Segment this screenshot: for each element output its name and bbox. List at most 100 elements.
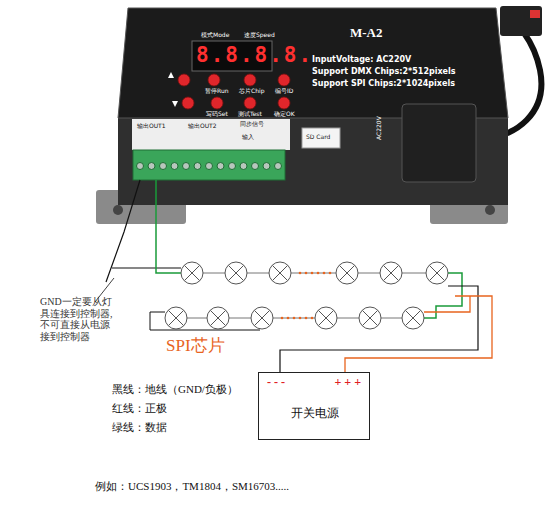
label: 绿线：数据: [112, 421, 167, 434]
button: [278, 97, 290, 109]
label: SD Card: [306, 134, 330, 141]
continuation-dot: [323, 272, 326, 275]
gnd-wire: [106, 180, 140, 282]
lamp-chains: [165, 262, 448, 329]
positive-wire: [424, 296, 470, 312]
continuation-dot: [281, 317, 284, 320]
label: 确定OK: [274, 111, 295, 118]
continuation-dot: [311, 317, 314, 320]
lamp-cross: [406, 311, 421, 326]
button: [208, 74, 220, 86]
screw: [275, 163, 282, 170]
label: 输出OUT1: [137, 123, 166, 130]
lamp-circle: [315, 307, 337, 329]
button: [211, 97, 223, 109]
screw: [229, 163, 236, 170]
lamp: [181, 262, 203, 284]
screw: [252, 163, 259, 170]
screw: [240, 163, 247, 170]
terminal-screws: [137, 163, 282, 170]
label: AC220V: [376, 116, 383, 140]
chain-wire: [165, 318, 424, 319]
lamp-cross: [384, 266, 399, 281]
lamp-cross: [430, 266, 445, 281]
continuation-dot: [305, 272, 308, 275]
screw: [217, 163, 224, 170]
label: 编号ID: [275, 88, 293, 95]
label-strip: [132, 119, 290, 150]
down-arrow: [172, 101, 178, 107]
lamp: [315, 307, 337, 329]
lamp-cross: [169, 311, 184, 326]
button: [178, 74, 190, 86]
lamp-circle: [426, 262, 448, 284]
plug-pin: [530, 10, 540, 18]
label: 暂停Run: [205, 88, 229, 95]
button: [244, 97, 256, 109]
lamp: [225, 262, 247, 284]
positive-wire: [345, 296, 492, 372]
label: SPI芯片: [166, 336, 225, 356]
power-supply-box: - - -+ + +开关电源: [258, 372, 370, 440]
label: Support SPI Chips:2*1024pixels: [312, 79, 455, 88]
lamp: [426, 262, 448, 284]
screw: [137, 163, 144, 170]
lamp-circle: [251, 307, 273, 329]
lamp-circle: [269, 262, 291, 284]
gnd-wire: [112, 267, 181, 268]
screw: [171, 163, 178, 170]
lamp: [165, 307, 187, 329]
lamp: [359, 307, 381, 329]
button: [244, 74, 256, 86]
lamp-circle: [165, 307, 187, 329]
gnd-wire: [280, 286, 478, 372]
lamp-cross: [340, 266, 355, 281]
lamp: [207, 307, 229, 329]
label: 输入: [242, 134, 254, 141]
screw: [183, 163, 190, 170]
lamp-circle: [359, 307, 381, 329]
continuation-dot: [305, 317, 308, 320]
node-text: - - -: [267, 376, 285, 389]
button: [182, 97, 194, 109]
lamp-cross: [273, 266, 288, 281]
screw: [263, 163, 270, 170]
screw: [194, 163, 201, 170]
lamp-circle: [380, 262, 402, 284]
lamp: [336, 262, 358, 284]
lamp-cross: [255, 311, 270, 326]
label: M-A2: [350, 26, 383, 41]
lamp: [251, 307, 273, 329]
lamp-cross: [185, 266, 200, 281]
label: 同步信号: [240, 121, 264, 128]
lamp-circle: [336, 262, 358, 284]
top-face: [118, 8, 508, 118]
label: 模式Mode: [201, 32, 229, 39]
power-socket: [402, 104, 476, 182]
lamp: [380, 262, 402, 284]
continuation-dot: [329, 272, 332, 275]
button: [278, 74, 290, 86]
label: Support DMX Chips:2*512pixels: [312, 67, 456, 76]
label: 黑线：地线（GND/负极）: [112, 383, 238, 396]
lamp-circle: [207, 307, 229, 329]
label: 输出OUT2: [188, 123, 217, 130]
label: 8.8.8.8.: [196, 43, 313, 67]
data-wire: [156, 180, 181, 273]
lamp-circle: [225, 262, 247, 284]
label: 写码Set: [206, 111, 228, 118]
screw: [160, 163, 167, 170]
lamp-cross: [211, 311, 226, 326]
screw: [206, 163, 213, 170]
mount-hole: [485, 205, 495, 215]
label: 红线：正极: [112, 402, 167, 415]
screw: [148, 163, 155, 170]
continuation-dot: [317, 272, 320, 275]
lamp-cross: [229, 266, 244, 281]
chain-wire: [181, 273, 448, 274]
label: InputVoltage: AC220V: [312, 55, 411, 64]
label: 测试Test: [238, 111, 262, 118]
buttons: [178, 74, 290, 109]
